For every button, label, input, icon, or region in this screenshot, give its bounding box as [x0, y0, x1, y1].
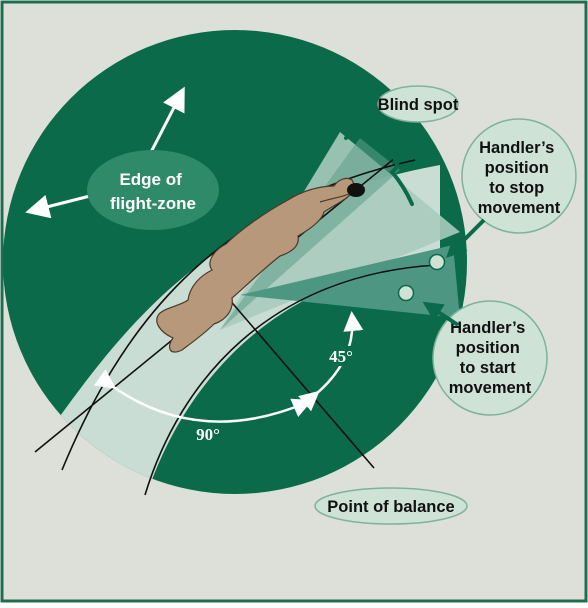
handler-start-line4: movement — [449, 379, 532, 397]
angle-45-label: 45° — [329, 347, 353, 366]
handler-start-line3: to start — [460, 359, 516, 377]
angle-90-label: 90° — [196, 425, 220, 444]
handler-stop-line3: to stop — [489, 179, 544, 197]
edge-of-flight-zone-line2: flight-zone — [110, 194, 196, 213]
blind-spot-label: Blind spot — [378, 96, 459, 114]
handler-stop-line4: movement — [478, 199, 561, 217]
handler-stop-line2: position — [485, 159, 549, 177]
handler-start-line1: Handler’s — [450, 319, 525, 337]
handler-start-circle-icon — [399, 286, 414, 301]
edge-of-flight-zone-line1: Edge of — [119, 170, 182, 189]
handler-start-line2: position — [456, 339, 520, 357]
handler-stop-circle-icon — [430, 255, 445, 270]
edge-of-flight-zone-bubble — [87, 150, 219, 230]
point-of-balance-label: Point of balance — [327, 498, 454, 516]
animal-tail-tip — [347, 183, 365, 197]
handler-stop-line1: Handler’s — [479, 139, 554, 157]
